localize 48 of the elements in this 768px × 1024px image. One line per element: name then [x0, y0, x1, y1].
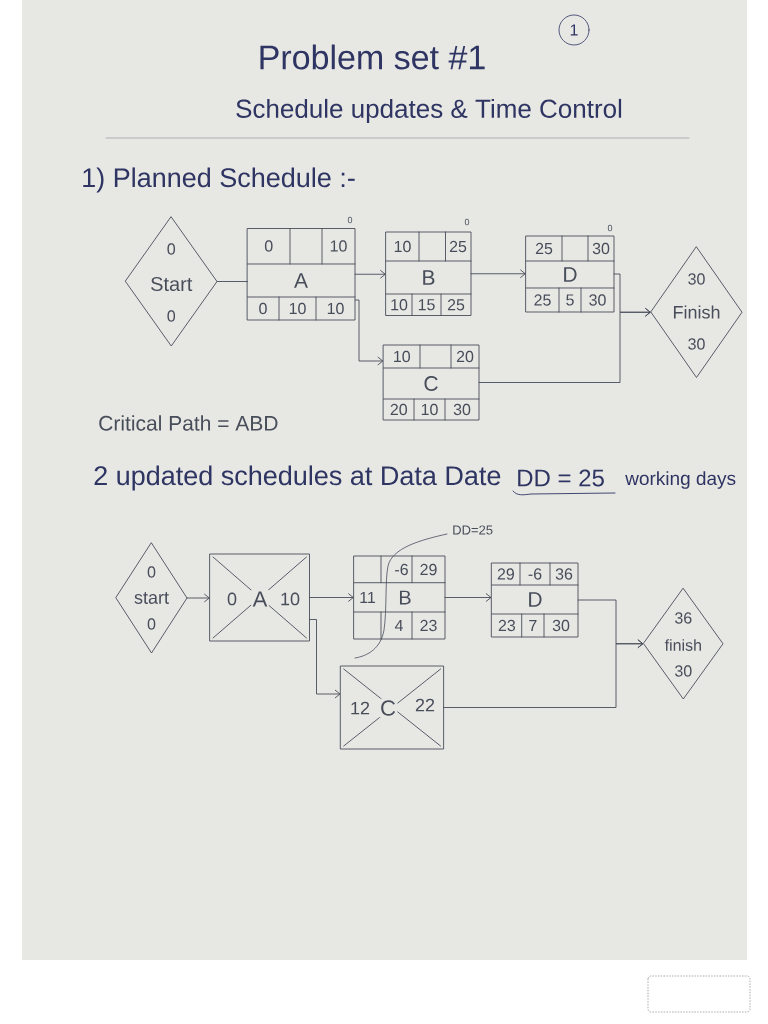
node-label: 15 [418, 299, 435, 311]
activity-box: 29 -6 36 D 23 7 30 [491, 562, 579, 638]
section-heading: 1) Planned Schedule :- [83, 167, 355, 193]
node-label: A [294, 273, 308, 288]
subtitle: Schedule updates & Time Control [236, 98, 622, 124]
arrow [443, 639, 644, 708]
activity-box: 0 10 A 0 10 10 [247, 228, 356, 321]
crossed-out-box: 12 C 22 [340, 665, 445, 750]
node-label: 10 [289, 302, 306, 315]
node-label: 30 [592, 242, 610, 255]
node-label: 0 [264, 240, 273, 252]
node-label: 10 [330, 240, 347, 252]
underlined-text: DD = 25 [518, 469, 604, 487]
node-label: 25 [535, 242, 553, 255]
arrow [186, 593, 210, 603]
node-label: 5 [566, 294, 574, 306]
node-label: 30 [589, 294, 606, 306]
node-label: 0 [259, 302, 267, 315]
node-label: 10 [327, 302, 344, 315]
crossed-out-box: 0 A 10 [209, 553, 310, 642]
note-text: Critical Path = ABD [99, 415, 278, 431]
connector-line [216, 281, 248, 282]
activity-box: 25 30 D 25 5 30 [525, 235, 615, 313]
node-label: 10 [394, 240, 411, 253]
arrow [470, 269, 526, 279]
node-label: 25 [447, 299, 465, 311]
title: Problem set #1 [260, 44, 485, 70]
node-label: B [423, 270, 435, 285]
heading-text: working days [625, 471, 736, 489]
circled-number: 1 [558, 14, 590, 46]
small-number: 0 [464, 218, 470, 226]
activity-box: -6 29 11 B 4 23 [353, 555, 446, 640]
node-label: 25 [534, 294, 551, 306]
node-label: 10 [391, 299, 408, 311]
arrow [309, 619, 341, 699]
arrow [354, 299, 384, 366]
data-date-label: DD=25 [453, 525, 493, 535]
arrow [309, 593, 354, 602]
section-heading: 2 updated schedules at Data Date [94, 465, 501, 491]
node-label: 25 [449, 240, 467, 253]
activity-box: 10 20 C 20 10 30 [383, 344, 480, 421]
activity-box: 10 25 B 10 15 25 [385, 231, 472, 316]
small-number: 0 [347, 216, 353, 224]
small-number: 0 [607, 224, 613, 232]
arrow [444, 593, 492, 602]
node-label: D [564, 267, 577, 282]
arrow [354, 269, 386, 279]
arrow [478, 307, 651, 383]
